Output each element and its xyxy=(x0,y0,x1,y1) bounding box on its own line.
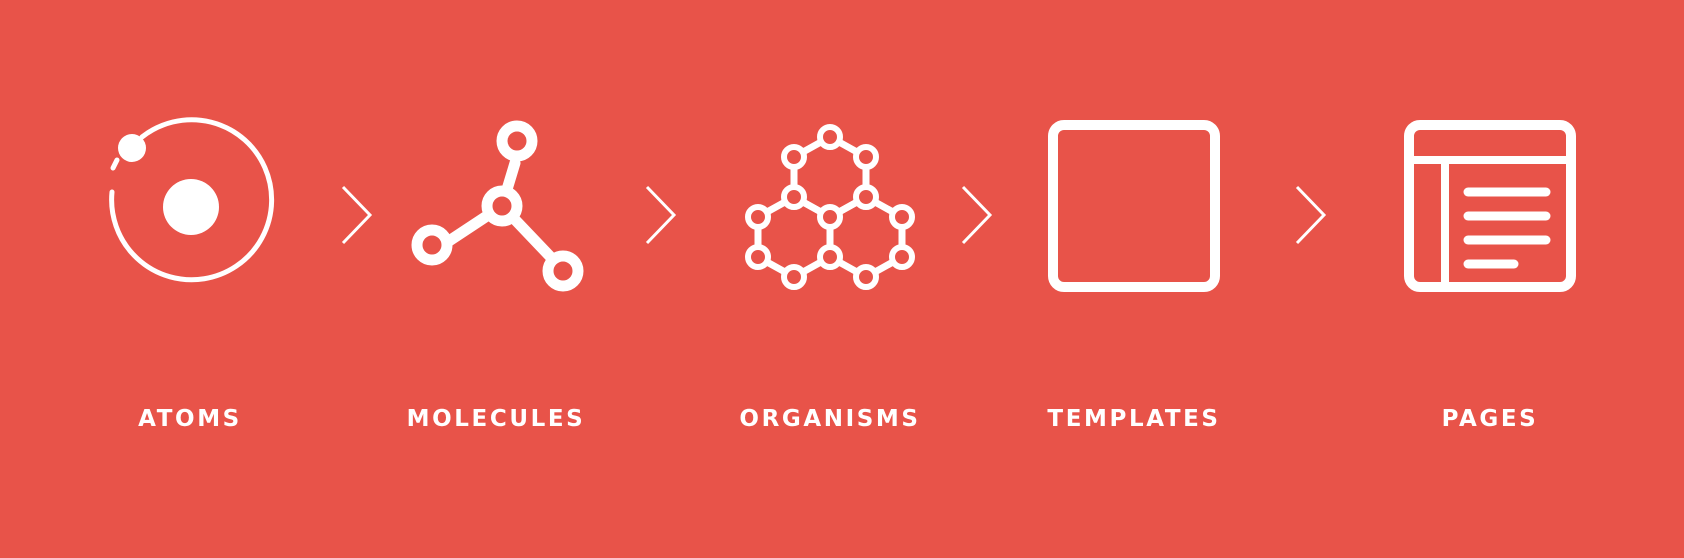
template-icon xyxy=(1048,120,1220,292)
molecule-icon xyxy=(411,120,584,292)
organism-icon xyxy=(745,124,915,290)
step-label-organisms: ORGANISMS xyxy=(739,406,921,432)
atom-icon xyxy=(109,117,275,283)
step-label-molecules: MOLECULES xyxy=(406,406,586,432)
page-icon xyxy=(1404,120,1576,292)
chevron-right-icon xyxy=(1295,185,1327,245)
step-label-atoms: ATOMS xyxy=(138,406,242,432)
chevron-right-icon xyxy=(341,185,373,245)
step-label-templates: TEMPLATES xyxy=(1047,406,1221,432)
chevron-right-icon xyxy=(961,185,993,245)
step-label-pages: PAGES xyxy=(1441,406,1539,432)
chevron-right-icon xyxy=(645,185,677,245)
